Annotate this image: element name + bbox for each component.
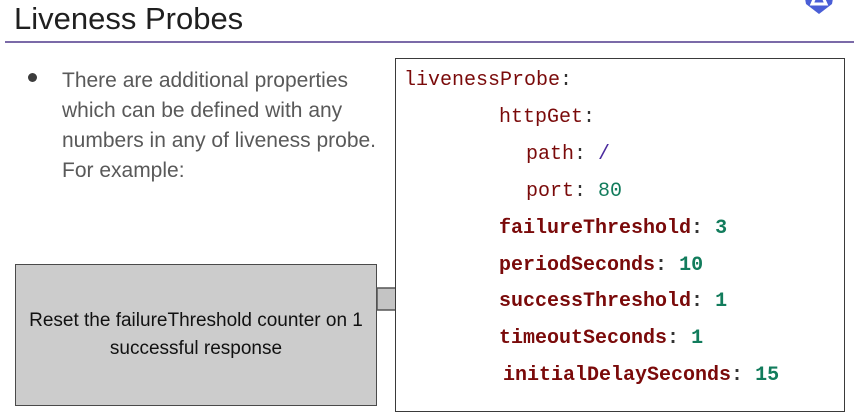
code-line-periodSeconds: periodSeconds: 10 <box>499 254 704 277</box>
callout-box: Reset the failureThreshold counter on 1 … <box>15 264 377 406</box>
code-line-port: port: 80 <box>526 180 623 203</box>
code-line-livenessProbe: livenessProbe: <box>404 69 573 92</box>
kubernetes-logo-icon <box>805 0 833 14</box>
yaml-code-block: livenessProbe: httpGet: path: / port: 80… <box>395 58 845 412</box>
code-line-successThreshold: successThreshold: 1 <box>499 290 728 313</box>
code-line-initialDelaySeconds: initialDelaySeconds: 15 <box>503 364 780 387</box>
slide-title: Liveness Probes <box>14 1 244 36</box>
code-line-path: path: / <box>526 143 611 166</box>
title-divider <box>5 41 854 43</box>
code-line-failureThreshold: failureThreshold: 3 <box>499 217 728 240</box>
bullet-icon <box>28 73 37 82</box>
bullet-text: There are additional properties which ca… <box>62 69 377 182</box>
code-line-timeoutSeconds: timeoutSeconds: 1 <box>499 327 704 350</box>
code-line-httpGet: httpGet: <box>499 106 596 129</box>
callout-text: Reset the failureThreshold counter on 1 … <box>29 310 363 359</box>
